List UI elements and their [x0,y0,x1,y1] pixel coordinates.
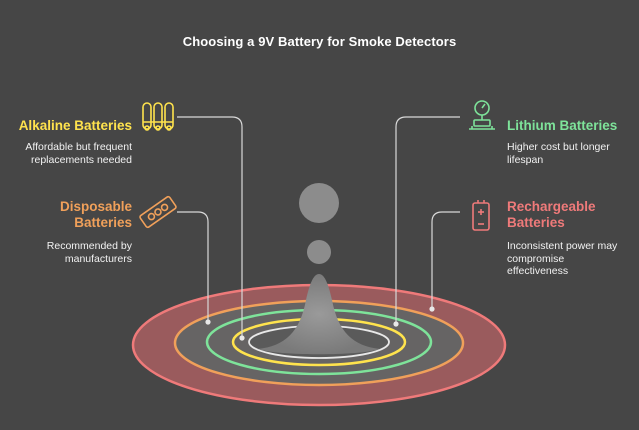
battery-pack-icon [139,195,177,229]
connector-lithium [395,116,460,324]
alkaline-label: Alkaline Batteries [18,118,132,133]
connector-dot-disposable [205,319,211,325]
battery-cells-icon [142,102,174,131]
battery-icon [472,200,490,231]
connector-dot-rechargeable [429,306,435,312]
lithium-label: Lithium Batteries [507,118,618,133]
water-splash [258,274,380,355]
gauge-icon [469,100,495,130]
disposable-label: Disposable Batteries [59,199,132,230]
connector-disposable [177,211,209,322]
connector-dot-lithium [393,321,399,327]
rechargeable-label: Rechargeable Batteries [507,199,596,230]
alkaline-description: Affordable but frequent replacements nee… [25,141,132,166]
water-droplet-large [299,183,339,223]
connector-alkaline [177,116,243,338]
water-droplet-small [307,240,331,264]
connector-dot-alkaline [239,335,245,341]
lithium-description: Higher cost but longer lifespan [507,141,610,166]
disposable-description: Recommended by manufacturers [46,240,132,265]
rechargeable-description: Inconsistent power may compromise effect… [507,240,618,277]
connector-rechargeable [431,211,460,309]
page-title: Choosing a 9V Battery for Smoke Detector… [182,34,457,49]
